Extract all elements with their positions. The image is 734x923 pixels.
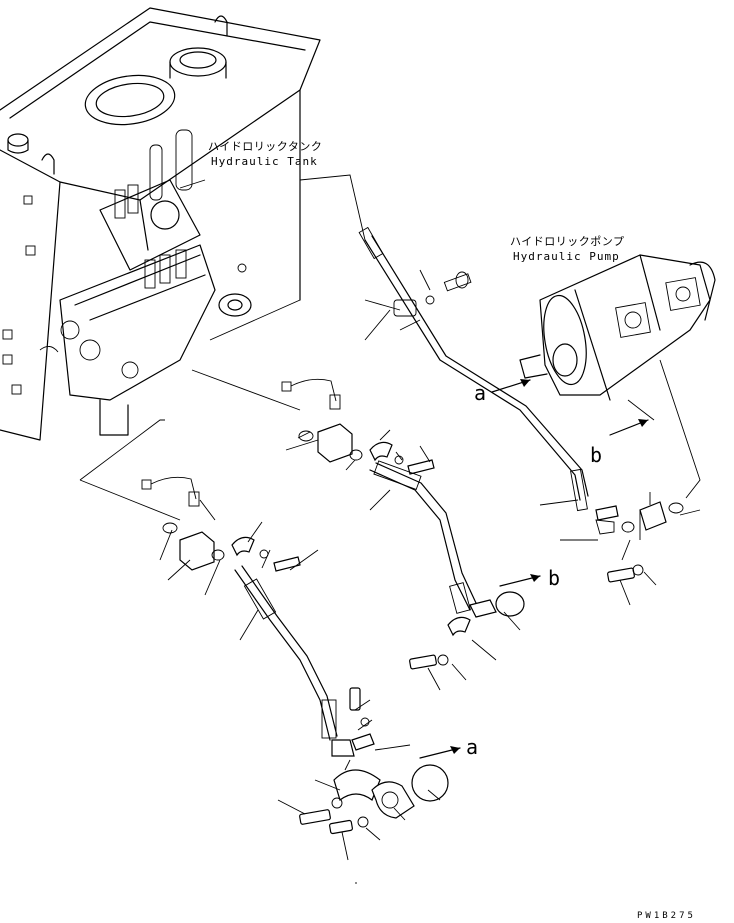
reference-arrows [411,379,649,802]
hydraulic-pump [519,254,716,401]
lower-fittings [299,501,684,835]
pump-label-en: Hydraulic Pump [513,250,620,263]
flange-blocks [162,423,435,572]
ref-marker-a-upper: a [474,381,486,405]
ref-marker-b-upper: b [590,443,602,467]
pressure-switches [141,378,341,507]
leader-lines [79,174,701,884]
tank-label-jp: ハイドロリックタンク [208,140,322,153]
ref-marker-a-lower: a [466,735,478,759]
pump-label-jp: ハイドロリックポンプ [510,235,624,248]
ref-marker-b-lower: b [548,566,560,590]
control-valve [39,179,252,436]
hydraulic-tank [0,7,321,441]
tank-label-en: Hydraulic Tank [211,155,318,168]
drawing-code: PW1B275 [637,911,696,921]
tank-label: ハイドロリックタンク Hydraulic Tank [208,140,322,168]
pump-label: ハイドロリックポンプ Hydraulic Pump [510,235,624,263]
pressure-hoses [234,460,497,757]
return-hose [358,226,615,535]
